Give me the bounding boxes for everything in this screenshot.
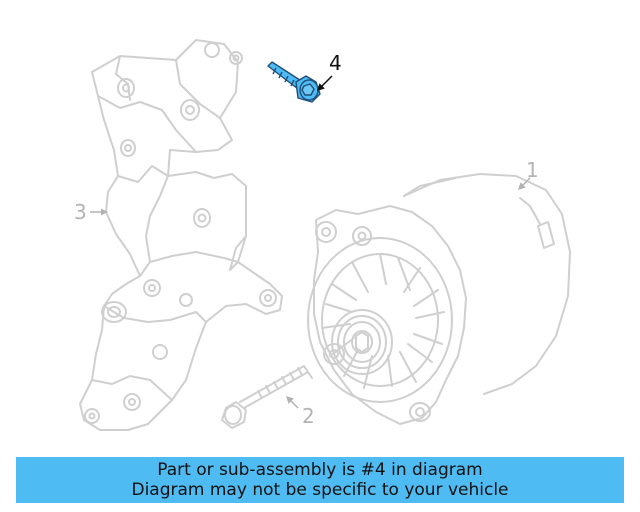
callout-4-leader: [317, 75, 333, 91]
callout-number-3: 3: [74, 200, 87, 224]
mounting-bracket-drawing: [79, 39, 283, 431]
long-bolt-drawing: [221, 365, 313, 429]
parts-diagram: [79, 39, 571, 431]
callout-number-2: 2: [302, 404, 315, 428]
callout-number-4[interactable]: 4: [329, 51, 342, 75]
highlighted-bolt-part-4[interactable]: [267, 61, 321, 103]
info-banner: Part or sub-assembly is #4 in diagram Di…: [16, 457, 624, 503]
callout-3-leader: [90, 208, 108, 216]
callout-number-1: 1: [526, 158, 539, 182]
banner-line-disclaimer: Diagram may not be specific to your vehi…: [131, 480, 509, 500]
banner-line-part-info: Part or sub-assembly is #4 in diagram: [157, 460, 483, 480]
callout-2-leader: [286, 396, 299, 409]
callout-1-leader: [518, 177, 531, 190]
alternator-drawing: [307, 173, 571, 425]
